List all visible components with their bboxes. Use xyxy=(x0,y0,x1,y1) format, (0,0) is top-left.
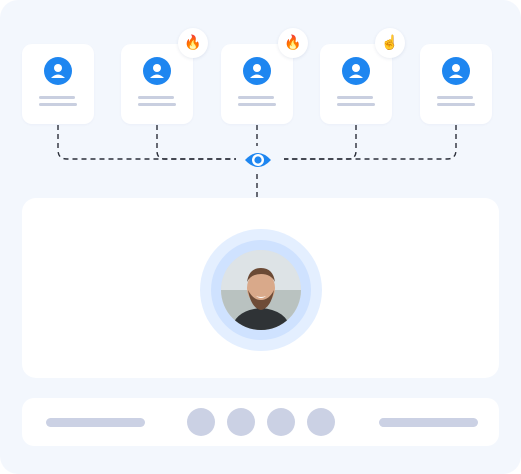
placeholder-line xyxy=(437,96,473,99)
pointing-hand-emoji-icon: ☝️ xyxy=(375,28,405,58)
user-avatar-icon xyxy=(342,57,370,85)
user-avatar-icon xyxy=(143,57,171,85)
user-card-2 xyxy=(121,44,193,124)
placeholder-line xyxy=(337,103,375,106)
placeholder-line xyxy=(39,96,75,99)
user-card-1 xyxy=(22,44,94,124)
placeholder-line xyxy=(138,103,176,106)
fire-emoji-icon: 🔥 xyxy=(278,28,308,58)
pagination-dot-1[interactable] xyxy=(187,408,215,436)
eye-icon xyxy=(245,153,271,167)
placeholder-line xyxy=(337,96,373,99)
connector-2 xyxy=(156,125,236,160)
user-avatar-icon xyxy=(44,57,72,85)
user-avatar-icon xyxy=(243,57,271,85)
user-card-3 xyxy=(221,44,293,124)
profile-photo xyxy=(221,250,301,330)
connector-5 xyxy=(284,125,457,160)
placeholder-line xyxy=(238,96,274,99)
pagination-dot-2[interactable] xyxy=(227,408,255,436)
user-card-5 xyxy=(420,44,492,124)
placeholder-pill-right xyxy=(379,418,478,427)
pagination-dot-3[interactable] xyxy=(267,408,295,436)
fire-emoji-icon: 🔥 xyxy=(178,28,208,58)
placeholder-line xyxy=(238,103,276,106)
placeholder-line xyxy=(437,103,475,106)
connector-4 xyxy=(284,125,357,160)
user-avatar-icon xyxy=(442,57,470,85)
placeholder-line xyxy=(39,103,77,106)
connector-1 xyxy=(57,125,236,160)
user-card-4 xyxy=(320,44,392,124)
pagination-dot-4[interactable] xyxy=(307,408,335,436)
placeholder-line xyxy=(138,96,174,99)
placeholder-pill-left xyxy=(46,418,145,427)
